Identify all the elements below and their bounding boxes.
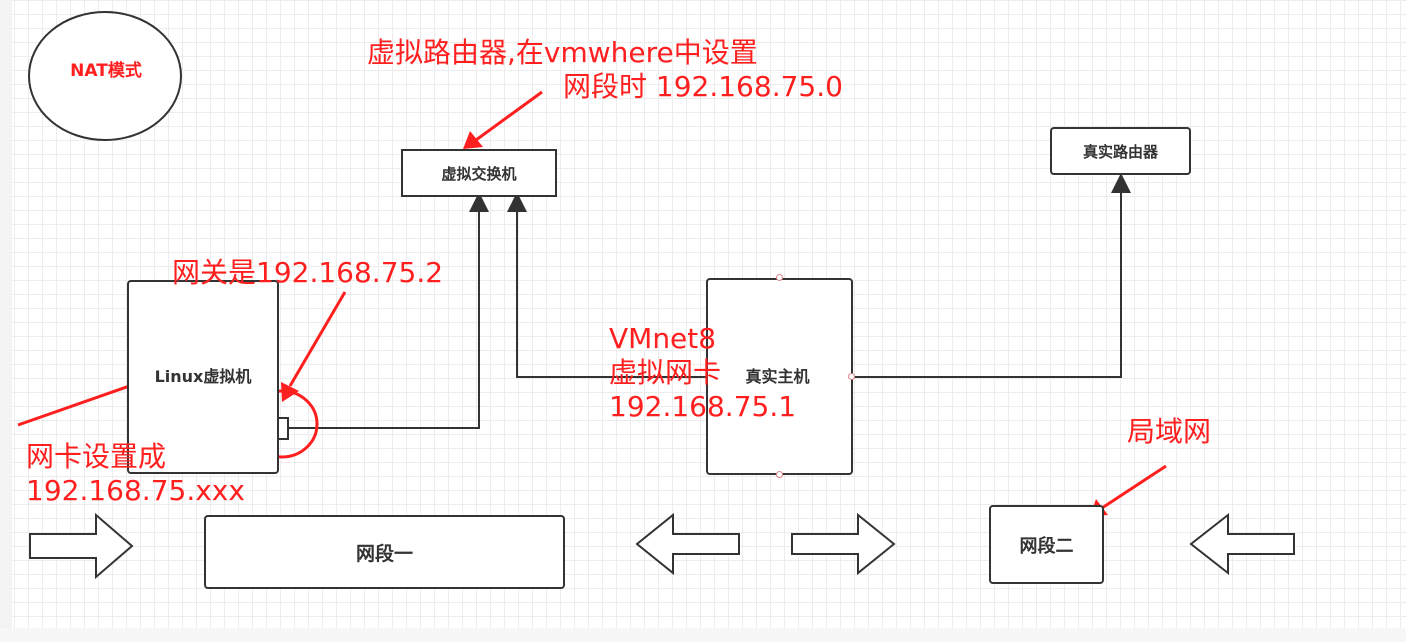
connector-host-to-router [851, 173, 1131, 378]
real-router-label: 真实路由器 [1082, 142, 1158, 161]
vmnet-note-line1: VMnet8 [609, 322, 717, 355]
arrow-outline-right-left [29, 512, 134, 580]
nat-mode-ellipse [28, 11, 182, 141]
canvas-left-edge [0, 0, 12, 642]
arrow-outline-right-middle [791, 512, 896, 576]
segment-one-label: 网段一 [355, 542, 413, 565]
linux-vm-label: Linux虚拟机 [154, 367, 252, 386]
connector-vm-to-switch [289, 192, 489, 429]
gateway-note: 网关是192.168.75.2 [172, 256, 444, 289]
arrow-outline-left-right [1189, 512, 1295, 576]
canvas-bottom-edge [0, 628, 1406, 642]
annotation-pointer-router [463, 90, 543, 149]
host-port-right [848, 373, 855, 380]
virtual-switch-node: 虚拟交换机 [401, 149, 557, 197]
connector-host-to-switch [507, 192, 707, 378]
vmnet-note-line3: 192.168.75.1 [609, 390, 797, 424]
vmnet-note: VMnet8 虚拟网卡 192.168.75.1 [609, 322, 796, 424]
host-port-top [776, 274, 783, 281]
real-host-node: 真实主机 [706, 278, 853, 475]
virtual-router-note-line2: 网段时 192.168.75.0 [563, 69, 843, 103]
nic-note-line2: 192.168.75.xxx [26, 474, 245, 508]
virtual-router-note-line1: 虚拟路由器,在vmwhere中设置 [367, 36, 758, 69]
real-host-label: 真实主机 [745, 366, 810, 386]
vmnet-note-line2: 虚拟网卡 [609, 356, 722, 390]
segment-two-label: 网段二 [1019, 535, 1074, 557]
nat-mode-label: NAT模式 [70, 61, 142, 81]
real-router-node: 真实路由器 [1050, 127, 1191, 175]
segment-two-node: 网段二 [989, 505, 1104, 584]
annotation-pointer-gateway [281, 291, 347, 402]
arrow-outline-left-middle [635, 512, 740, 576]
segment-one-node: 网段一 [204, 515, 565, 589]
lan-note: 局域网 [1127, 415, 1212, 448]
linux-vm-node: Linux虚拟机 [127, 280, 279, 474]
nic-note: 网卡设置成 192.168.75.xxx [26, 440, 245, 508]
virtual-router-note: 虚拟路由器,在vmwhere中设置 网段时 192.168.75.0 [367, 36, 843, 103]
virtual-switch-label: 虚拟交换机 [441, 164, 517, 183]
nic-note-line1: 网卡设置成 [26, 440, 167, 473]
host-port-bottom [776, 471, 783, 478]
